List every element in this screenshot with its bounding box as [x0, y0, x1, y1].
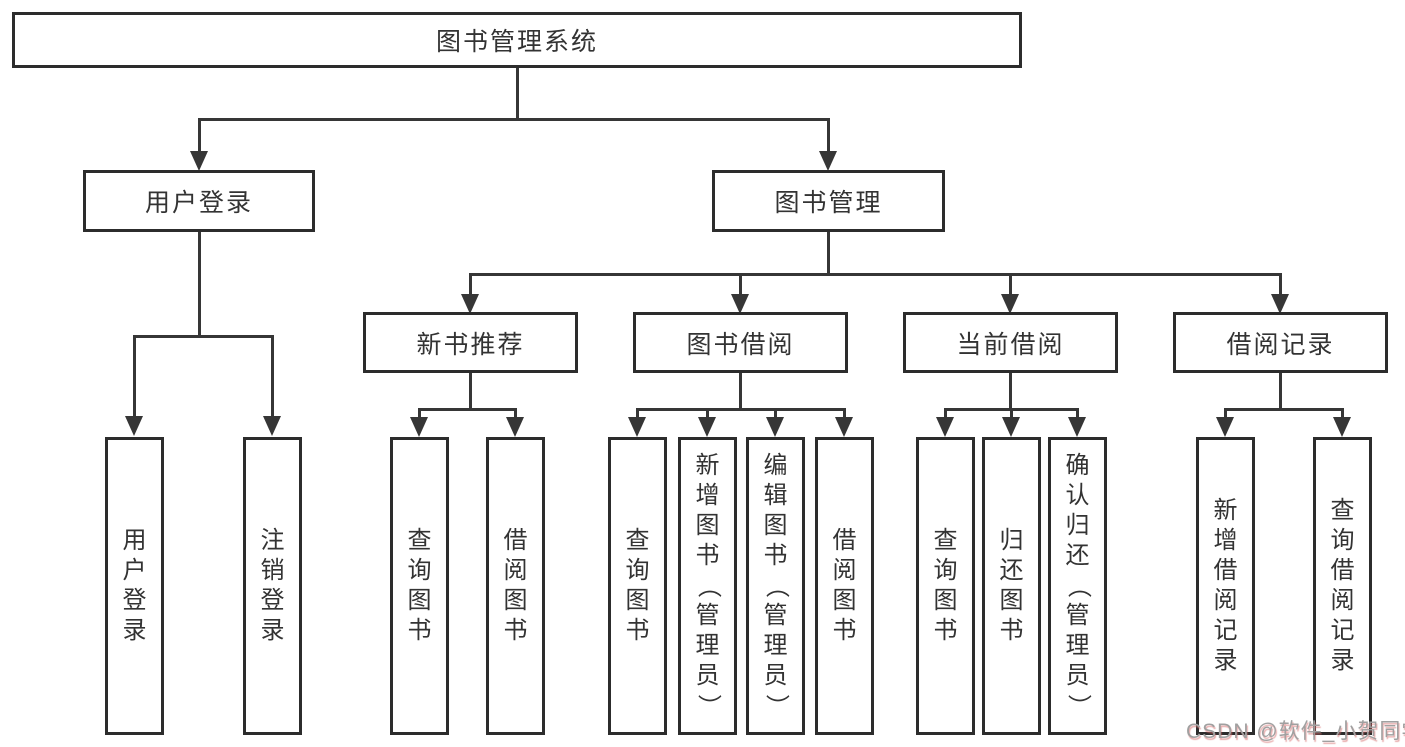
leaf-confirm-return-admin: 确认归还（管理员） [1048, 437, 1107, 735]
connector-line [469, 273, 1282, 276]
leaf-user-login: 用户登录 [105, 437, 164, 735]
arrow-down-icon [1068, 417, 1086, 437]
connector-line [1224, 408, 1227, 419]
connector-line [418, 408, 517, 411]
connector-line [1224, 408, 1344, 411]
connector-line [739, 373, 742, 408]
arrow-down-icon [461, 294, 479, 314]
connector-line [1076, 408, 1079, 419]
leaf-query-books: 查询图书 [390, 437, 449, 735]
connector-line [1010, 408, 1013, 419]
node-book-management: 图书管理 [712, 170, 945, 232]
connector-line [418, 408, 421, 419]
node-borrowing-records: 借阅记录 [1173, 312, 1388, 373]
leaf-return-books: 归还图书 [982, 437, 1041, 735]
connector-line [197, 118, 830, 121]
connector-line [197, 118, 201, 152]
arrow-down-icon [1216, 417, 1234, 437]
leaf-query-borrow-record: 查询借阅记录 [1313, 437, 1372, 735]
arrow-down-icon [506, 417, 524, 437]
connector-line [843, 408, 846, 419]
arrow-down-icon [1002, 417, 1020, 437]
arrow-down-icon [835, 417, 853, 437]
arrow-down-icon [766, 417, 784, 437]
node-current-borrowing: 当前借阅 [903, 312, 1118, 373]
connector-line [826, 232, 830, 273]
leaf-add-borrow-record: 新增借阅记录 [1196, 437, 1255, 735]
node-user-login: 用户登录 [83, 170, 315, 232]
connector-line [271, 335, 274, 417]
arrow-down-icon [936, 417, 954, 437]
node-book-borrowing: 图书借阅 [633, 312, 848, 373]
leaf-add-books-admin: 新增图书（管理员） [678, 437, 737, 735]
connector-line [1009, 273, 1012, 295]
arrow-down-icon [263, 416, 281, 436]
leaf-borrow-books-2: 借阅图书 [815, 437, 874, 735]
leaf-borrow-books: 借阅图书 [486, 437, 545, 735]
arrow-down-icon [628, 417, 646, 437]
connector-line [1279, 373, 1282, 408]
connector-line [1341, 408, 1344, 419]
connector-line [774, 408, 777, 419]
arrow-down-icon [190, 151, 208, 171]
connector-line [515, 68, 519, 118]
arrow-down-icon [1001, 294, 1019, 314]
connector-line [944, 408, 947, 419]
connector-line [706, 408, 709, 419]
connector-line [636, 408, 846, 411]
connector-line [1009, 373, 1012, 408]
connector-line [133, 335, 274, 338]
node-new-book-recommendation: 新书推荐 [363, 312, 578, 373]
connector-line [197, 232, 201, 335]
arrow-down-icon [819, 151, 837, 171]
connector-line [469, 373, 472, 408]
leaf-edit-books-admin: 编辑图书（管理员） [746, 437, 805, 735]
arrow-down-icon [731, 294, 749, 314]
node-library-management-system: 图书管理系统 [12, 12, 1022, 68]
arrow-down-icon [1333, 417, 1351, 437]
connector-line [826, 118, 830, 152]
arrow-down-icon [125, 416, 143, 436]
connector-line [133, 335, 136, 417]
leaf-query-books-3: 查询图书 [916, 437, 975, 735]
connector-line [1279, 273, 1282, 295]
connector-line [739, 273, 742, 295]
leaf-query-books-2: 查询图书 [608, 437, 667, 735]
connector-line [469, 273, 472, 295]
connector-line [514, 408, 517, 419]
connector-line [636, 408, 639, 419]
csdn-watermark: CSDN @软件_小贺同学 [1186, 720, 1405, 743]
arrow-down-icon [698, 417, 716, 437]
arrow-down-icon [1271, 294, 1289, 314]
leaf-logout: 注销登录 [243, 437, 302, 735]
arrow-down-icon [410, 417, 428, 437]
